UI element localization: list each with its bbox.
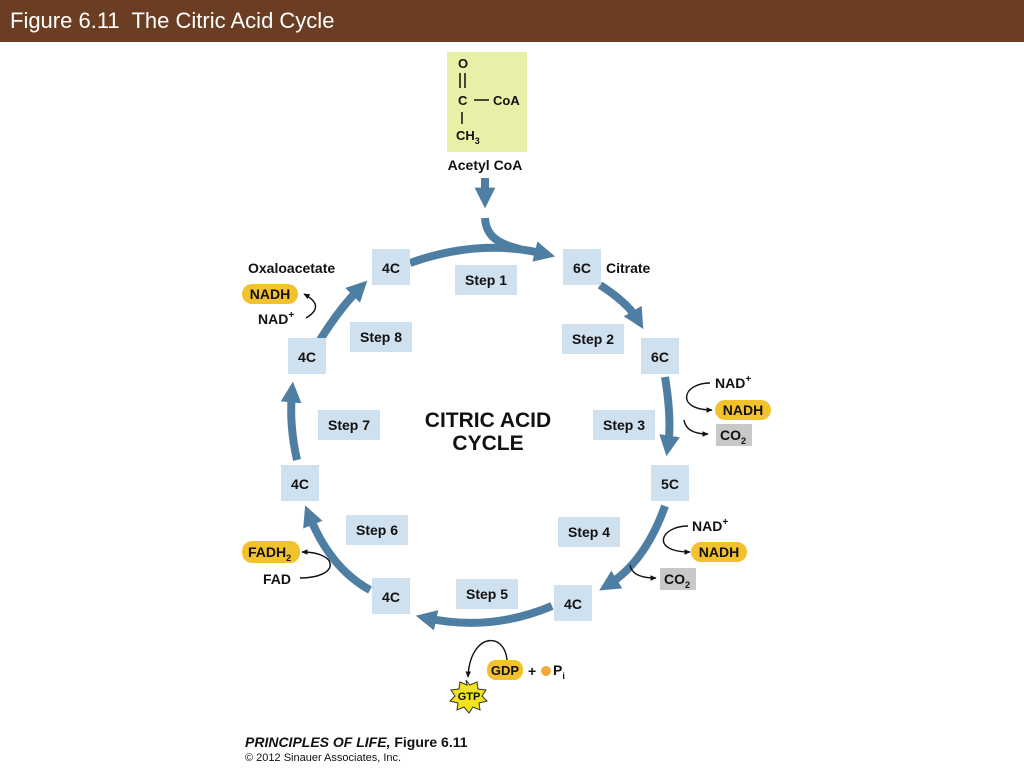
figure-title: Figure 6.11 The Citric Acid Cycle: [10, 8, 335, 33]
gdp-badge: [487, 660, 523, 680]
svg-text:Step 4: Step 4: [568, 524, 610, 540]
step-3-nadh: NADH: [723, 402, 763, 418]
step-6-fad: FAD: [263, 571, 291, 587]
step-4-co2: CO2: [664, 571, 690, 590]
step-7-label: Step 7: [318, 410, 380, 440]
gtp-burst-icon: [449, 679, 488, 714]
svg-text:6C: 6C: [651, 349, 669, 365]
node-fumarate: 4C: [281, 465, 319, 501]
node-succinate: 4C: [372, 578, 410, 614]
step-2-label: Step 2: [562, 324, 624, 354]
nadh-badge: [715, 400, 771, 420]
figure-credit: PRINCIPLES OF LIFE, Figure 6.11: [245, 734, 468, 750]
step-3-label: Step 3: [593, 410, 655, 440]
svg-text:Step 6: Step 6: [356, 522, 398, 538]
citrate-label: Citrate: [606, 260, 651, 276]
svg-text:Step 1: Step 1: [465, 272, 507, 288]
node-isocitrate: 6C: [641, 338, 679, 374]
step-3-co2: CO2: [720, 427, 746, 446]
step-4-side-arrow: [662, 525, 691, 555]
svg-text:4C: 4C: [382, 589, 400, 605]
co2-box: [716, 424, 752, 446]
step-8-nad: NAD+: [258, 310, 294, 327]
methyl-group: CH3: [456, 128, 480, 146]
step-5-plus: +: [528, 663, 536, 679]
step-3-co2-arrow: [683, 419, 709, 437]
cycle-arrow-step-1: [408, 241, 556, 267]
acetyl-coa-group: CoA: [493, 93, 520, 108]
node-succinyl-coa: 4C: [554, 585, 592, 621]
step-8-side-arrow: [303, 293, 317, 319]
step-1-label: Step 1: [455, 265, 517, 295]
co2-box: [660, 568, 696, 590]
cycle-arrow-step-8: [316, 280, 368, 343]
svg-text:6C: 6C: [573, 260, 591, 276]
step-4-label: Step 4: [558, 517, 620, 547]
cycle-title-line-1: CITRIC ACID: [425, 409, 551, 432]
cycle-arrow-step-7: [280, 381, 302, 461]
oxaloacetate-label: Oxaloacetate: [248, 260, 335, 276]
acetyl-carbon: C: [458, 93, 468, 108]
svg-text:5C: 5C: [661, 476, 679, 492]
nadh-badge: [242, 284, 298, 304]
step-5-gdp: GDP: [491, 663, 520, 678]
copyright: © 2012 Sinauer Associates, Inc.: [245, 752, 402, 764]
step-5-side-arrow: [465, 639, 508, 678]
title-bar: Figure 6.11 The Citric Acid Cycle: [0, 0, 1024, 42]
step-5-gtp: GTP: [458, 691, 481, 703]
figure-number: Figure 6.11: [390, 734, 468, 750]
step-3-side-arrow: [685, 382, 713, 413]
phosphate-icon: [541, 666, 551, 676]
svg-text:Step 7: Step 7: [328, 417, 370, 433]
cycle-arrow-step-6: [303, 505, 372, 594]
step-6-label: Step 6: [346, 515, 408, 545]
step-6-fadh2: FADH2: [248, 544, 291, 563]
svg-text:Step 5: Step 5: [466, 586, 508, 602]
svg-text:4C: 4C: [291, 476, 309, 492]
cycle-arrow-step-3: [659, 376, 680, 457]
step-5-label: Step 5: [456, 579, 518, 609]
node-oxaloacetate: 4C: [372, 249, 410, 285]
acetyl-oxygen: O: [458, 56, 468, 71]
node-citrate: 6C: [563, 249, 601, 285]
nadh-badge: [691, 542, 747, 562]
step-8-label: Step 8: [350, 322, 412, 352]
book-title: PRINCIPLES OF LIFE,: [245, 734, 391, 750]
svg-text:4C: 4C: [564, 596, 582, 612]
node-malate: 4C: [288, 338, 326, 374]
step-4-co2-arrow: [629, 564, 657, 581]
fadh2-badge: [242, 541, 300, 563]
step-8-nadh: NADH: [250, 286, 290, 302]
acetyl-coa-label: Acetyl CoA: [448, 157, 523, 173]
cycle-arrow-step-4: [599, 504, 669, 591]
svg-text:Step 2: Step 2: [572, 331, 614, 347]
acetyl-coa-structure-box: [447, 52, 527, 152]
svg-text:4C: 4C: [382, 260, 400, 276]
node-alpha-ketoglutarate: 5C: [651, 465, 689, 501]
cycle-title-line-2: CYCLE: [452, 432, 523, 455]
svg-text:Step 3: Step 3: [603, 417, 645, 433]
svg-text:Step 8: Step 8: [360, 329, 402, 345]
step-4-nadh: NADH: [699, 544, 739, 560]
svg-text:4C: 4C: [298, 349, 316, 365]
cycle-arrow-step-2: [597, 281, 644, 329]
step-6-side-arrow: [299, 549, 331, 579]
step-3-nad: NAD+: [715, 374, 751, 391]
step-5-pi: Pi: [553, 662, 565, 681]
step-4-nad: NAD+: [692, 517, 728, 534]
cycle-arrow-step-5: [415, 602, 554, 631]
